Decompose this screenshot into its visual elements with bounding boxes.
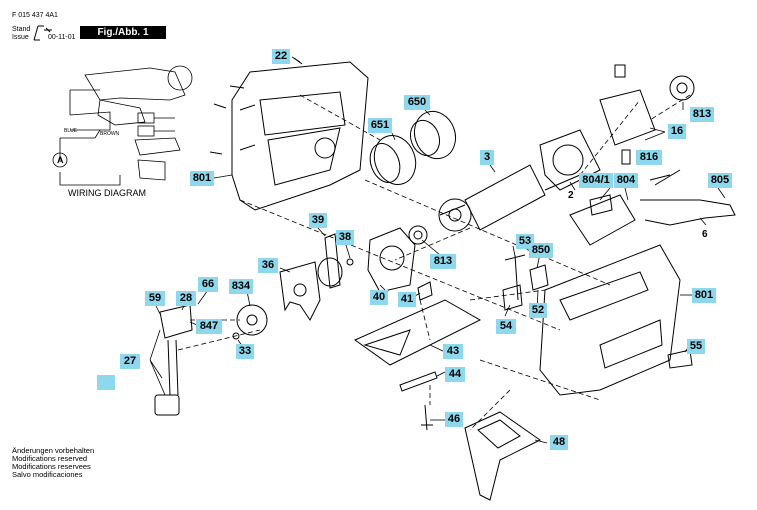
part-label: 847 <box>196 319 222 334</box>
brush-holder-16 <box>599 64 656 165</box>
gear-plate-40 <box>367 227 416 293</box>
plate-39 <box>324 233 341 289</box>
wire-blue-label: BLUE <box>64 128 78 134</box>
unlabeled-tag <box>97 375 115 390</box>
part-label: 816 <box>636 150 662 165</box>
part-label: 39 <box>309 213 327 228</box>
gear-834 <box>232 304 268 340</box>
part-label: 813 <box>430 254 456 269</box>
housing-left <box>231 61 369 211</box>
part-label: 46 <box>445 412 463 427</box>
part-label: 801 <box>692 288 716 303</box>
screws-top-left <box>209 57 303 155</box>
leader-lines <box>149 56 726 444</box>
modification-notes: Änderungen vorbehalten Modifications res… <box>12 447 94 479</box>
part-label: 805 <box>708 173 732 188</box>
part-label: 55 <box>687 339 705 354</box>
plunger-assembly <box>154 304 193 416</box>
part-label: 651 <box>368 118 392 133</box>
part-label: 59 <box>145 291 165 306</box>
roller-41 <box>417 281 433 301</box>
part-label: 834 <box>229 279 253 294</box>
issue-date: 00-11-01 <box>48 34 76 41</box>
lever-53-52-54 <box>502 254 549 311</box>
saw-guard-48 <box>464 411 541 501</box>
cable-805 <box>640 169 736 226</box>
meter-symbol: A <box>57 155 64 165</box>
part-label: 43 <box>443 344 463 359</box>
part-label: 850 <box>529 243 553 258</box>
part-label: 41 <box>398 292 416 307</box>
issue-label: Issue <box>12 34 29 41</box>
part-label: 66 <box>198 277 218 292</box>
sleeve-650 <box>409 110 457 160</box>
switch-804 <box>569 194 636 246</box>
part-label: 6 <box>702 229 708 240</box>
part-label: 27 <box>120 354 140 369</box>
screw-46 <box>421 404 433 431</box>
part-label: 804 <box>614 173 638 188</box>
part-label: 44 <box>445 367 465 382</box>
fan-813 <box>669 75 695 101</box>
part-label: 650 <box>404 95 430 110</box>
part-label: 36 <box>258 258 278 273</box>
guide-44 <box>399 371 438 392</box>
part-label: 40 <box>370 290 388 305</box>
bearing-813 <box>408 225 428 245</box>
armature-3 <box>438 164 581 232</box>
part-label: 22 <box>272 49 290 64</box>
note-line: Modifications reserved <box>12 454 88 463</box>
wiring-diagram-title: WIRING DIAGRAM <box>68 188 146 198</box>
stand-issue-symbol <box>33 25 52 41</box>
part-label: 16 <box>668 124 686 139</box>
part-label: 54 <box>496 319 516 334</box>
housing-right-801 <box>539 244 681 396</box>
part-label: 813 <box>690 107 714 122</box>
part-label: 28 <box>176 291 196 306</box>
base-plate-43 <box>353 299 482 366</box>
part-label: 801 <box>190 171 214 186</box>
part-label: 52 <box>529 303 547 318</box>
part-label: 2 <box>568 190 574 201</box>
part-label: 38 <box>336 230 354 245</box>
wiring-diagram <box>52 65 193 186</box>
note-line: Salvo modificaciones <box>12 470 83 479</box>
figure-label: Fig./Abb. 1 <box>80 26 166 39</box>
part-label: 3 <box>480 150 494 165</box>
note-line: Modifications reservees <box>12 462 91 471</box>
part-label: 48 <box>550 435 568 450</box>
field-coil-651 <box>369 135 417 185</box>
bracket-36 <box>279 261 321 321</box>
wire-brown-label: BROWN <box>100 131 120 137</box>
part-label: 804/1 <box>579 173 613 188</box>
bolt-55 <box>667 349 693 369</box>
part-label: 33 <box>236 344 254 359</box>
stand-label: Stand <box>12 26 31 33</box>
note-line: Änderungen vorbehalten <box>12 446 95 455</box>
document-number: F 015 437 4A1 <box>12 12 58 19</box>
seal-38 <box>317 257 354 287</box>
assembly-lines <box>177 94 691 431</box>
